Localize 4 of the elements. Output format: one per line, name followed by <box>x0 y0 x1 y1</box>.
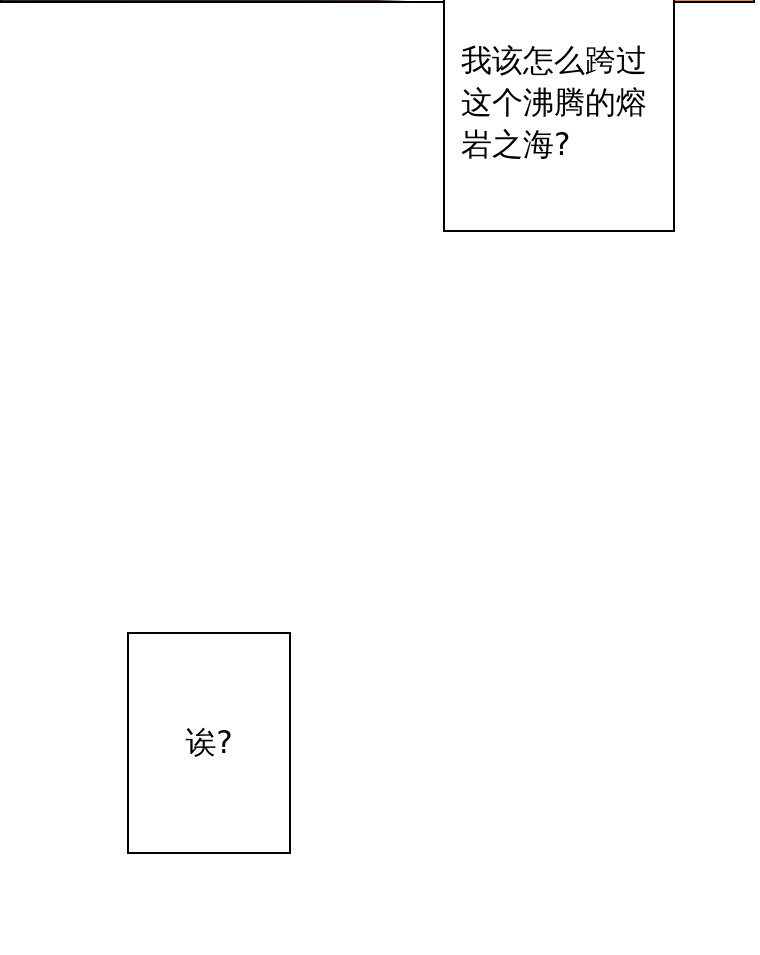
caption-box <box>127 632 291 854</box>
caption-text: 我该怎么跨过这个沸腾的熔岩之海? <box>461 42 648 165</box>
caption-box <box>443 0 675 232</box>
caption-text: 诶? <box>185 724 233 763</box>
